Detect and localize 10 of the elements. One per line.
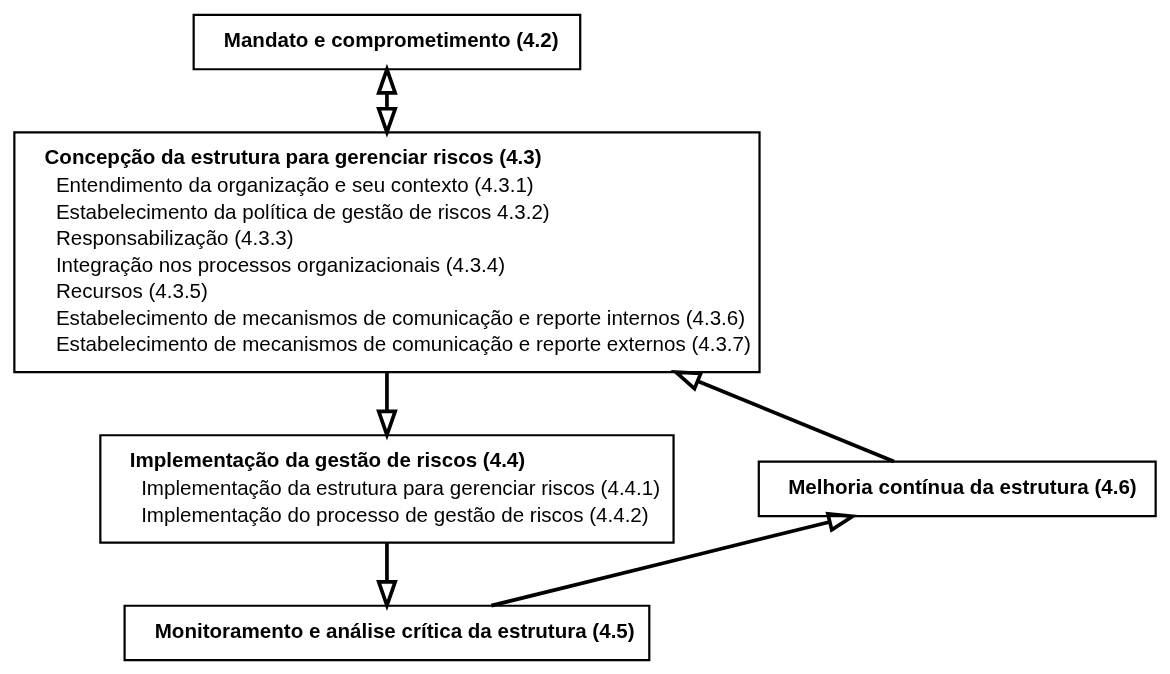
- arrow: [670, 369, 895, 463]
- node-box: Mandato e comprometimento (4.2): [192, 13, 582, 70]
- arrow: [490, 511, 858, 607]
- node-box: Concepção da estrutura para gerenciar riscos (4.3) Entendimento da organização e seu contexto (4.3.1) Estabelecimento da política de gestão de riscos 4.3.2) Responsabilização (4.3.3) Integração nos processos organizacionais (4.3.4) Recursos (4.3.5) Estabelecimento de mecanismos de comunicação e reporte internos (4.3.6) Estabelecimento de mecanismos de comunicação e reporte externos (4.3.7): [13, 130, 761, 373]
- arrow: [376, 542, 398, 611]
- arrow: [376, 63, 398, 138]
- node-box: Implementação da gestão de riscos (4.4) Implementação da estrutura para gerenciar riscos (4.4.1) Implementação do processo de gestão de riscos (4.4.2): [99, 433, 675, 544]
- node-box: Monitoramento e análise crítica da estrutura (4.5): [123, 604, 651, 661]
- node-box: Melhoria contínua da estrutura (4.6): [757, 460, 1157, 517]
- arrow: [376, 372, 398, 440]
